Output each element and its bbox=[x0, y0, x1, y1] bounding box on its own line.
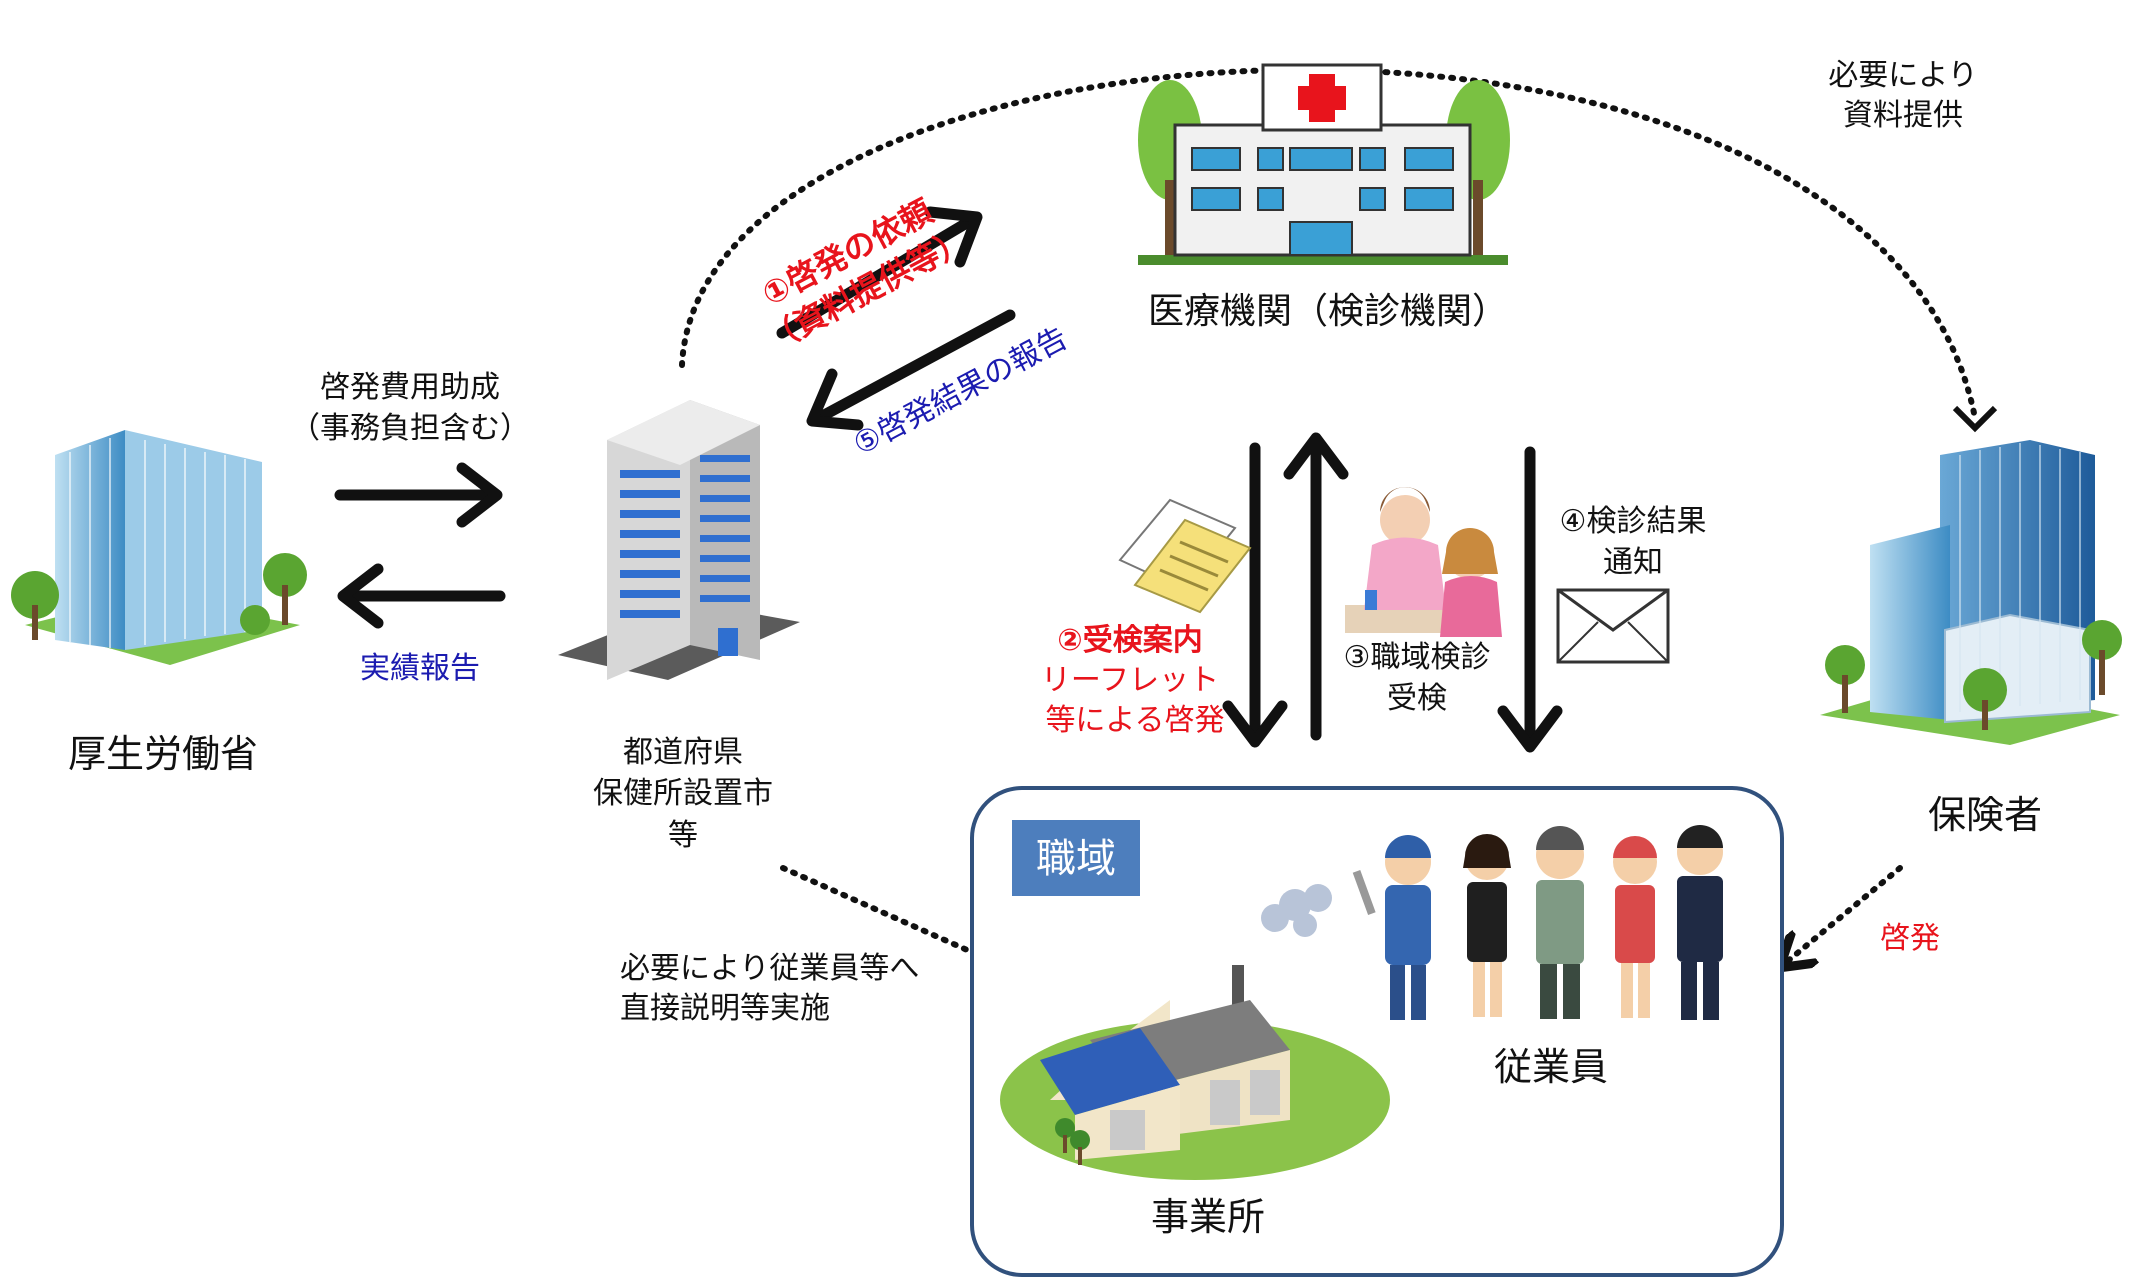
envelope-icon bbox=[1556, 588, 1670, 664]
workplace-badge-label: 職域 bbox=[1036, 836, 1116, 882]
arrow-result-report bbox=[806, 309, 1016, 431]
insurer-materials-label-line1: 必要により bbox=[1828, 58, 1977, 93]
insurer-awareness-label: 啓発 bbox=[1880, 921, 1940, 956]
performance-report-label: 実績報告 bbox=[360, 651, 480, 686]
hospital-building-icon bbox=[1138, 63, 1510, 265]
guidance-label-line3: 等による啓発 bbox=[1045, 703, 1224, 738]
arc-arrowhead bbox=[1952, 405, 1998, 433]
factory-icon bbox=[1000, 884, 1390, 1180]
prefecture-label-line2: 保健所設置市 bbox=[593, 776, 773, 811]
employees-icon bbox=[1352, 825, 1723, 1020]
leaflet-icon bbox=[1118, 498, 1252, 614]
mhlw-label: 厚生労働省 bbox=[68, 732, 258, 776]
office-label: 事業所 bbox=[1151, 1195, 1265, 1239]
insurer-building-icon bbox=[1820, 440, 2122, 745]
subsidy-label-line2: （事務負担含む） bbox=[290, 411, 530, 446]
screening-label-line1: ③職域検診 bbox=[1344, 640, 1491, 675]
employees-label: 従業員 bbox=[1494, 1045, 1608, 1089]
subsidy-label-line1: 啓発費用助成 bbox=[320, 370, 500, 405]
mhlw-building-icon bbox=[11, 430, 307, 665]
result-notice-label-line1: ④検診結果 bbox=[1560, 504, 1707, 539]
prefecture-label-line3: 等 bbox=[668, 818, 698, 853]
arrow-result-notice-down bbox=[1497, 446, 1563, 753]
arrow-subsidy bbox=[334, 462, 503, 528]
prefecture-building-icon bbox=[558, 400, 800, 680]
dotted-arrow-insurer-to-workplace bbox=[1783, 865, 1903, 965]
insurer-materials-label-line2: 資料提供 bbox=[1843, 98, 1963, 133]
arrow-request bbox=[776, 206, 983, 339]
arrow-screening-up bbox=[1283, 432, 1349, 741]
result-notice-label-line2: 通知 bbox=[1603, 545, 1663, 580]
arrow-performance-report bbox=[337, 563, 506, 629]
prefecture-label-line1: 都道府県 bbox=[623, 735, 743, 770]
direct-explain-label-line2: 直接説明等実施 bbox=[620, 991, 830, 1026]
insurer-label: 保険者 bbox=[1928, 793, 2042, 837]
hospital-label: 医療機関（検診機関） bbox=[1148, 291, 1508, 332]
screening-illustration bbox=[1345, 487, 1502, 637]
arrow-guidance-down bbox=[1222, 442, 1288, 748]
direct-explain-label-line1: 必要により従業員等へ bbox=[620, 951, 919, 986]
guidance-label-line2: リーフレット bbox=[1041, 663, 1219, 698]
screening-label-line2: 受検 bbox=[1387, 681, 1447, 716]
guidance-label-line1: ②受検案内 bbox=[1057, 623, 1202, 658]
workplace-badge bbox=[1012, 820, 1140, 896]
